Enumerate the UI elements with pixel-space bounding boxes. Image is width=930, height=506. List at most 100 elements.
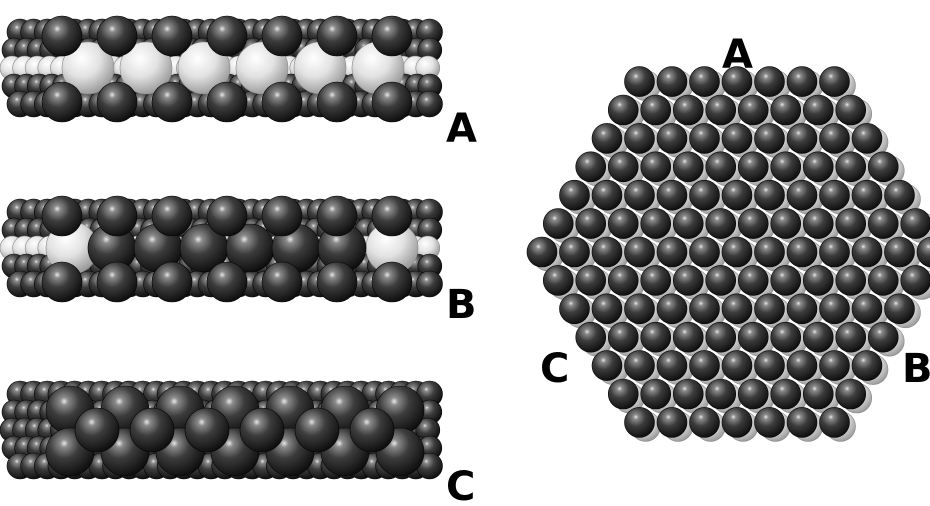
atom [836,265,866,295]
atom [852,351,882,381]
atom [350,408,394,452]
atom [417,91,443,117]
atom [755,351,785,381]
atom [787,180,817,210]
atom [755,237,785,267]
atom [803,379,833,409]
atom [722,180,752,210]
atom [673,152,703,182]
side-view-b-label: B [446,282,477,328]
atom [152,16,192,56]
atom [787,294,817,324]
atom [97,262,137,302]
atom [852,237,882,267]
atom [836,379,866,409]
atom [706,152,736,182]
atom [317,196,357,236]
atom [625,123,655,153]
atom [657,294,687,324]
side-view-c [0,381,443,479]
atom [803,152,833,182]
atom [372,16,412,56]
atom [97,82,137,122]
atom [673,95,703,125]
atom [738,322,768,352]
atom [608,322,638,352]
atom [690,237,720,267]
atom [592,180,622,210]
atom [641,152,671,182]
atom [576,152,606,182]
atom [787,407,817,437]
atom [771,152,801,182]
atom [690,67,720,97]
atom [738,95,768,125]
atom [868,209,898,239]
atom [787,351,817,381]
atom [771,322,801,352]
atom [576,265,606,295]
atom [820,407,850,437]
atom [868,152,898,182]
atom [262,196,302,236]
side-view-a-label: A [446,106,477,152]
atom [738,379,768,409]
atom [820,67,850,97]
top-view-label-left: C [540,346,569,392]
atom [673,265,703,295]
atom [706,322,736,352]
atom [690,351,720,381]
atom [820,180,850,210]
atom [42,262,82,302]
atom [820,351,850,381]
atom [207,16,247,56]
atom [657,237,687,267]
atom [657,123,687,153]
atom [608,265,638,295]
atom [706,265,736,295]
atom [262,82,302,122]
atom [625,294,655,324]
atom [885,294,915,324]
atom [706,379,736,409]
atom [641,265,671,295]
atom [657,407,687,437]
atom [820,237,850,267]
atom [673,379,703,409]
top-view-label-top: A [722,32,753,78]
atom [771,209,801,239]
top-view-label-right: B [902,346,930,392]
atom [657,67,687,97]
atom [130,408,174,452]
atom [787,237,817,267]
atom [836,95,866,125]
atom [262,16,302,56]
atom [836,209,866,239]
atom [317,16,357,56]
atom [755,67,785,97]
atom [901,209,930,239]
atom [641,379,671,409]
atom [803,95,833,125]
atom [372,262,412,302]
atom [787,123,817,153]
atom [820,294,850,324]
atom [852,123,882,153]
atom [152,262,192,302]
atom [885,180,915,210]
top-view-hexagon [527,67,930,442]
atom [592,123,622,153]
atom [673,209,703,239]
atom [755,123,785,153]
atom [738,265,768,295]
atom [625,407,655,437]
atom [560,237,590,267]
atom [625,180,655,210]
atom [592,294,622,324]
atom [608,379,638,409]
atom [690,294,720,324]
atom [560,180,590,210]
atom [592,237,622,267]
atom [852,294,882,324]
